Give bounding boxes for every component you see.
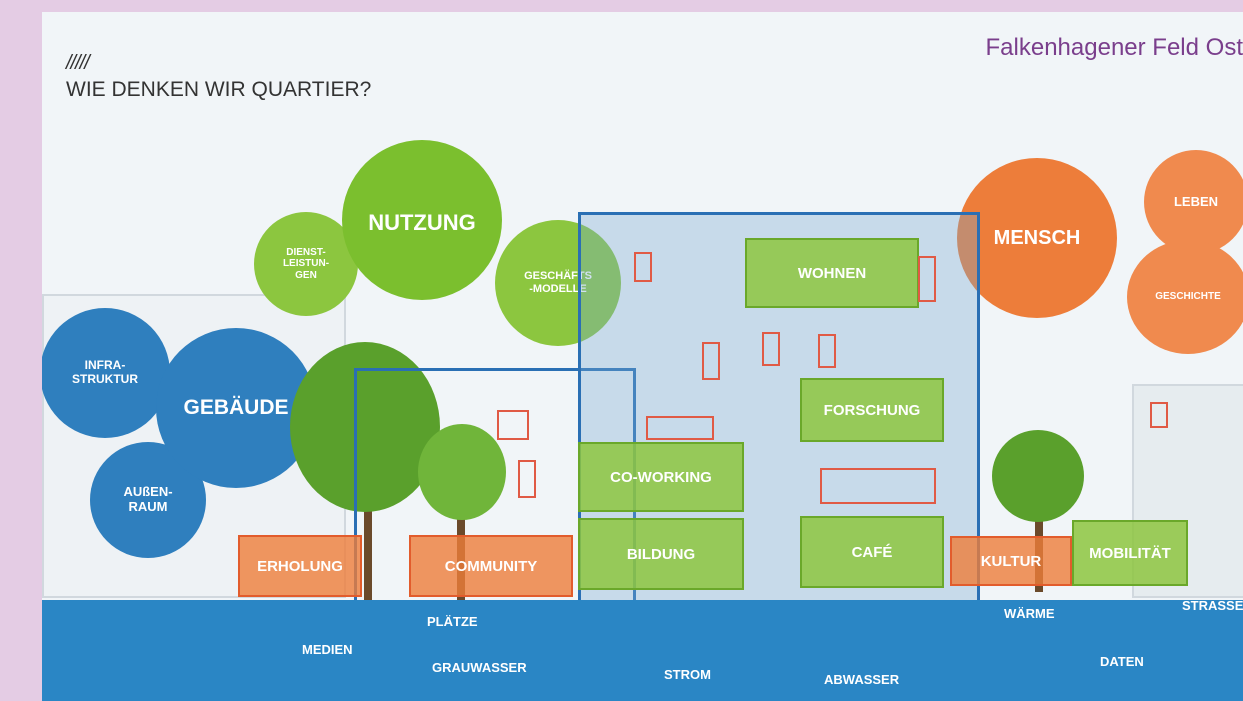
tree-trunk xyxy=(364,452,372,602)
diagram-slide: ///// WIE DENKEN WIR QUARTIER? Falkenhag… xyxy=(42,12,1243,701)
room-cafe: CAFÉ xyxy=(800,516,944,588)
bubble-aussenraum: AUßEN- RAUM xyxy=(90,442,206,558)
infra-medien: MEDIEN xyxy=(302,642,353,657)
person-marker xyxy=(820,468,936,504)
infra-daten: DATEN xyxy=(1100,654,1144,669)
bubble-dienstleistungen: DIENST- LEISTUN- GEN xyxy=(254,212,358,316)
bubble-nutzung-label: NUTZUNG xyxy=(368,210,476,235)
person-marker xyxy=(634,252,652,282)
infrastructure-ground xyxy=(42,600,1243,701)
infra-abwasser: ABWASSER xyxy=(824,672,900,687)
infra-strasse: STRASSE xyxy=(1182,598,1243,613)
bubble-leben: LEBEN xyxy=(1144,150,1243,254)
person-marker xyxy=(762,332,780,366)
room-mobilitaet: MOBILITÄT xyxy=(1072,520,1188,586)
room-coworking: CO-WORKING xyxy=(578,442,744,512)
bubble-nutzung: NUTZUNG xyxy=(342,140,502,300)
section-marks: ///// xyxy=(66,52,90,74)
page-title: WIE DENKEN WIR QUARTIER? xyxy=(66,78,372,101)
tree xyxy=(418,424,506,520)
infra-plaetze: PLÄTZE xyxy=(427,614,478,629)
person-marker xyxy=(818,334,836,368)
person-marker xyxy=(497,410,529,440)
room-kultur: KULTUR xyxy=(950,536,1072,586)
room-community: COMMUNITY xyxy=(409,535,573,597)
bubble-mensch: MENSCH xyxy=(957,158,1117,318)
bubble-geschaeftsmodelle: GESCHÄFTS -MODELLE xyxy=(495,220,621,346)
room-forschung: FORSCHUNG xyxy=(800,378,944,442)
person-marker xyxy=(646,416,714,440)
bubble-gebaeude: GEBÄUDE xyxy=(156,328,316,488)
person-marker xyxy=(702,342,720,380)
tree xyxy=(992,430,1084,522)
room-wohnen: WOHNEN xyxy=(745,238,919,308)
infra-waerme: WÄRME xyxy=(1004,606,1055,621)
bubble-infrastruktur: INFRA- STRUKTUR xyxy=(42,308,170,438)
top-border xyxy=(0,0,1243,12)
bubble-geschichte: GESCHICHTE xyxy=(1127,240,1243,354)
infra-strom: STROM xyxy=(664,667,711,682)
person-marker xyxy=(518,460,536,498)
infra-grauwasser: GRAUWASSER xyxy=(432,660,527,675)
room-erholung: ERHOLUNG xyxy=(238,535,362,597)
room-bildung: BILDUNG xyxy=(578,518,744,590)
project-title: Falkenhagener Feld Ost xyxy=(985,34,1243,61)
person-marker xyxy=(1150,402,1168,428)
person-marker xyxy=(918,256,936,302)
